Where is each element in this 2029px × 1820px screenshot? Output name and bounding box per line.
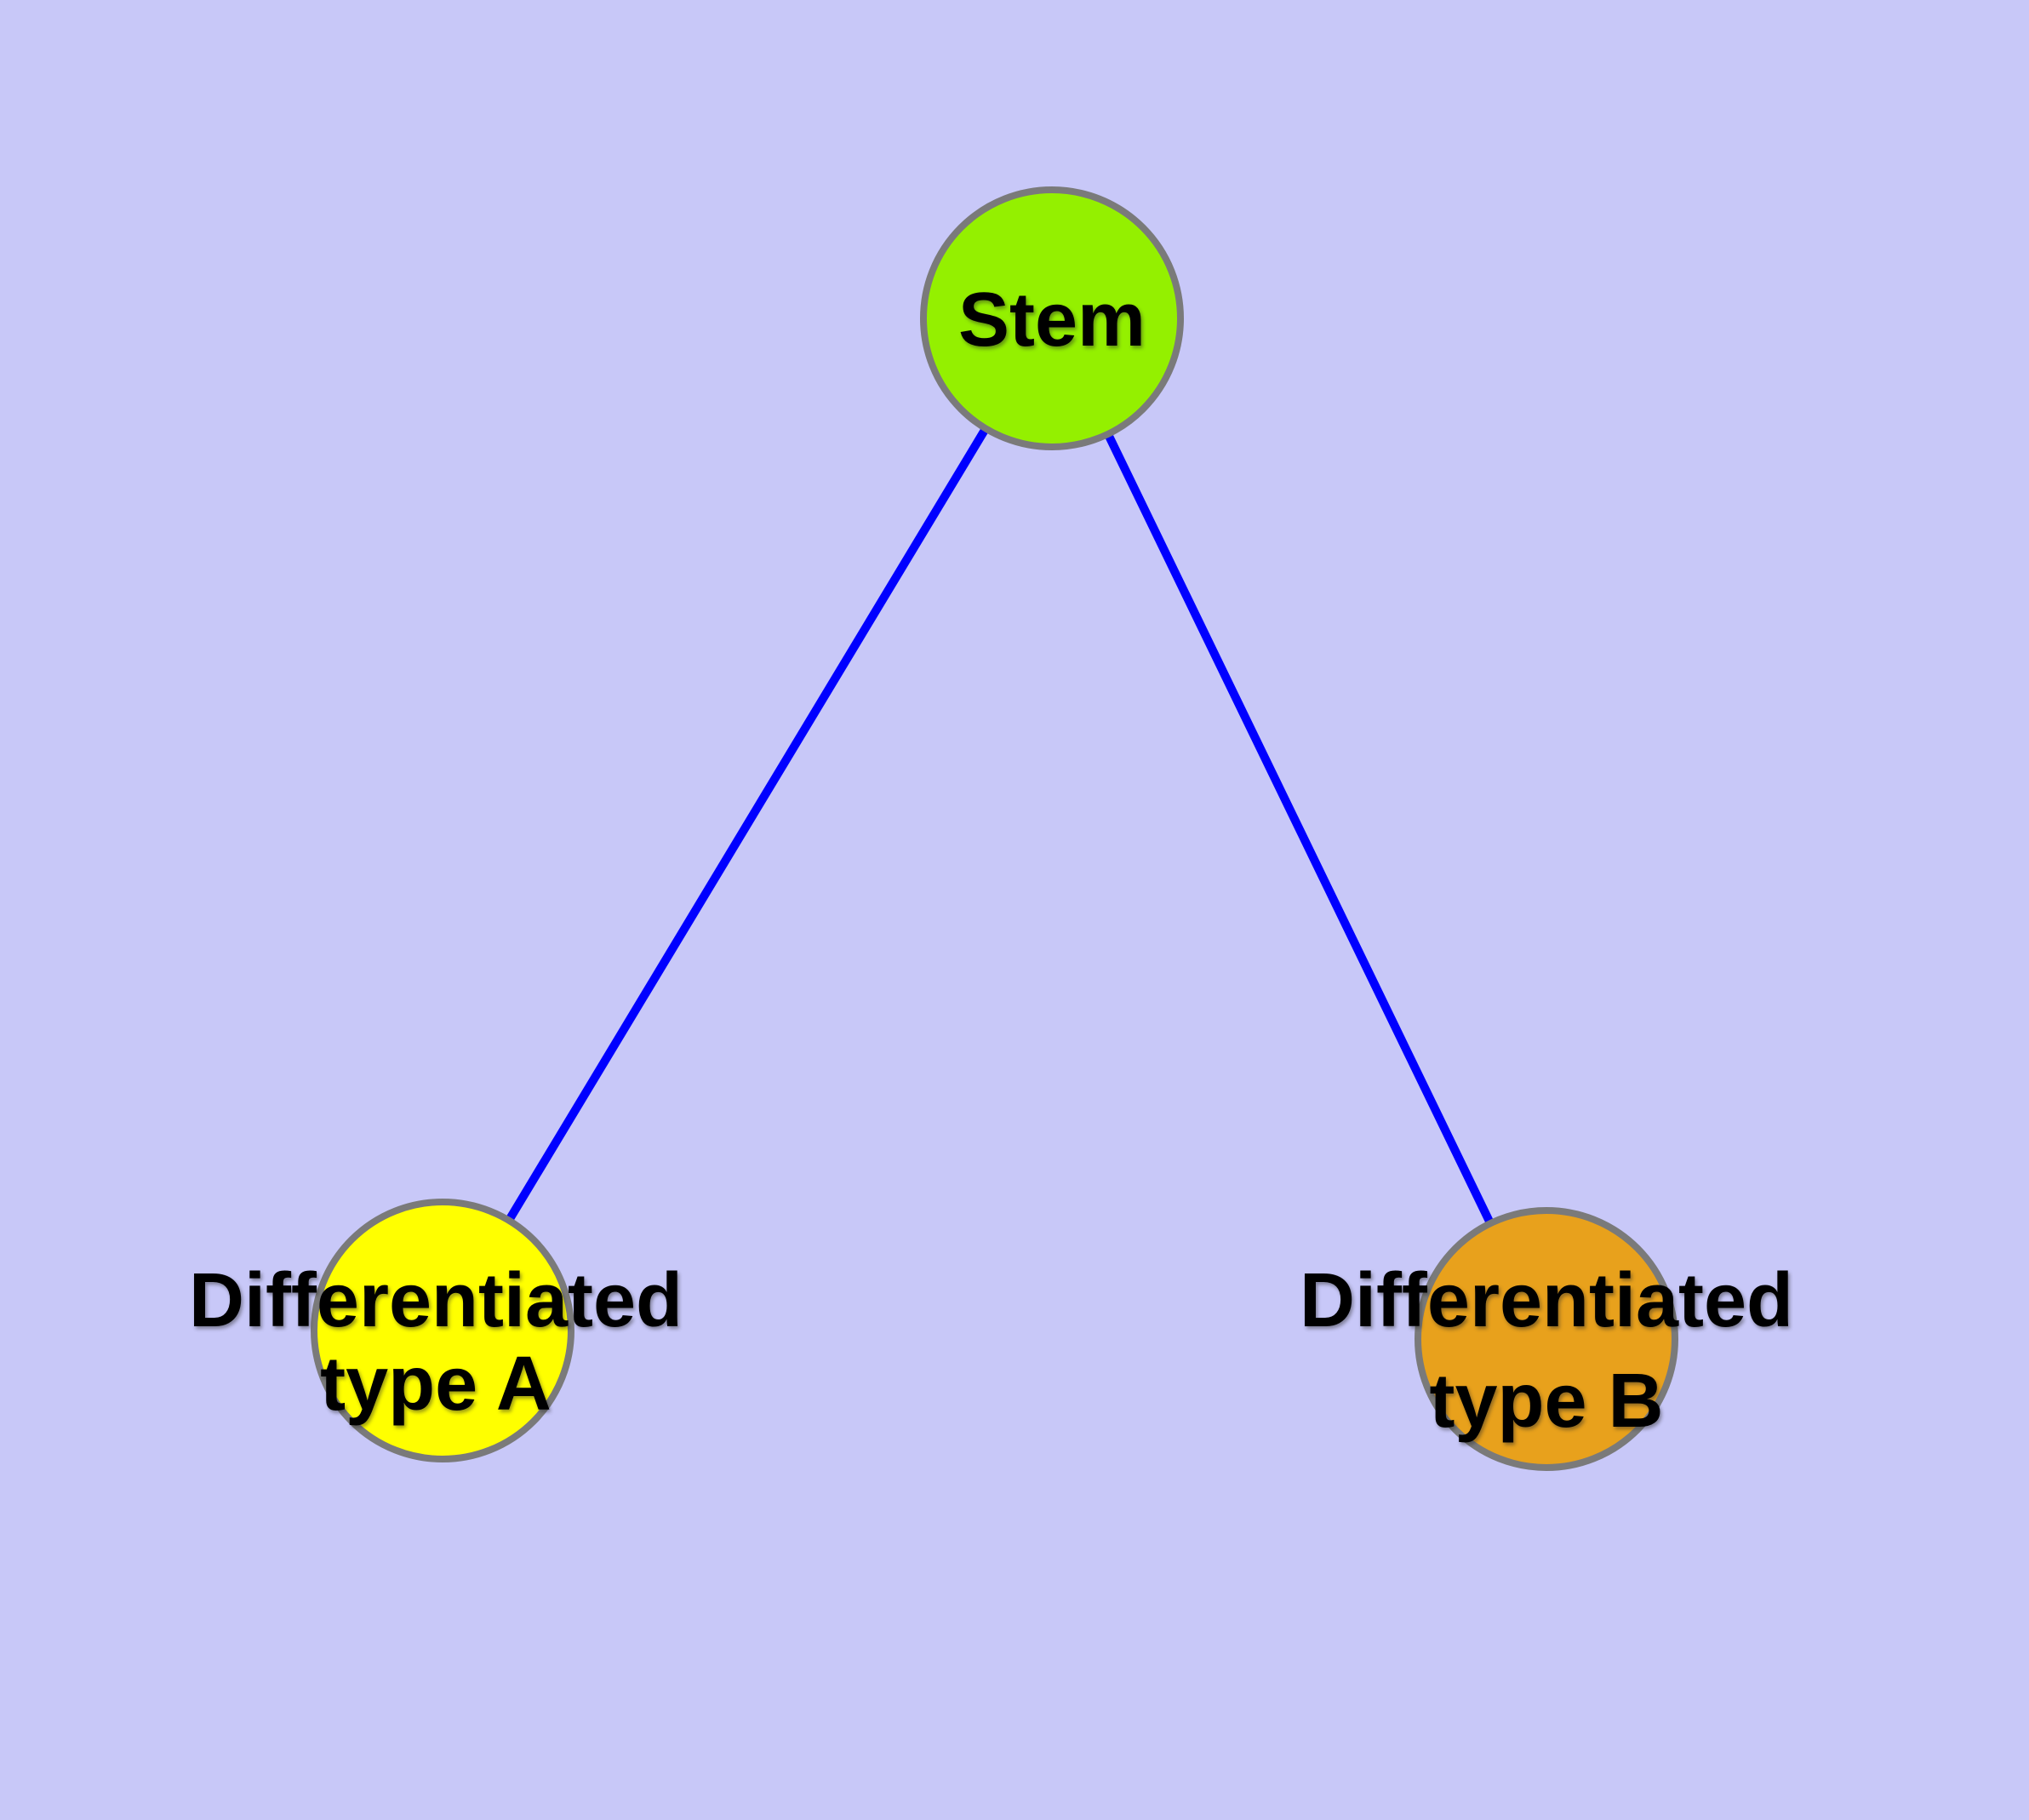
node-type-b-label-line2: type B xyxy=(1429,1359,1663,1444)
node-type-b-circle xyxy=(1415,1207,1678,1471)
node-stem-label: Stem xyxy=(958,278,1146,363)
node-type-a-circle xyxy=(311,1199,574,1462)
nodes-layer xyxy=(311,186,1678,1471)
node-stem-circle xyxy=(920,186,1184,450)
node-type-a-label-line1: Differentiated xyxy=(189,1258,683,1343)
labels-layer: Stem Differentiated type A Differentiate… xyxy=(189,278,1793,1444)
edge-stem-to-type-a xyxy=(438,316,1056,1333)
edge-stem-to-type-b xyxy=(1048,316,1551,1342)
edges-layer xyxy=(438,316,1551,1342)
node-type-a-label-line2: type A xyxy=(320,1342,552,1427)
node-type-b-label-line1: Differentiated xyxy=(1300,1258,1793,1343)
